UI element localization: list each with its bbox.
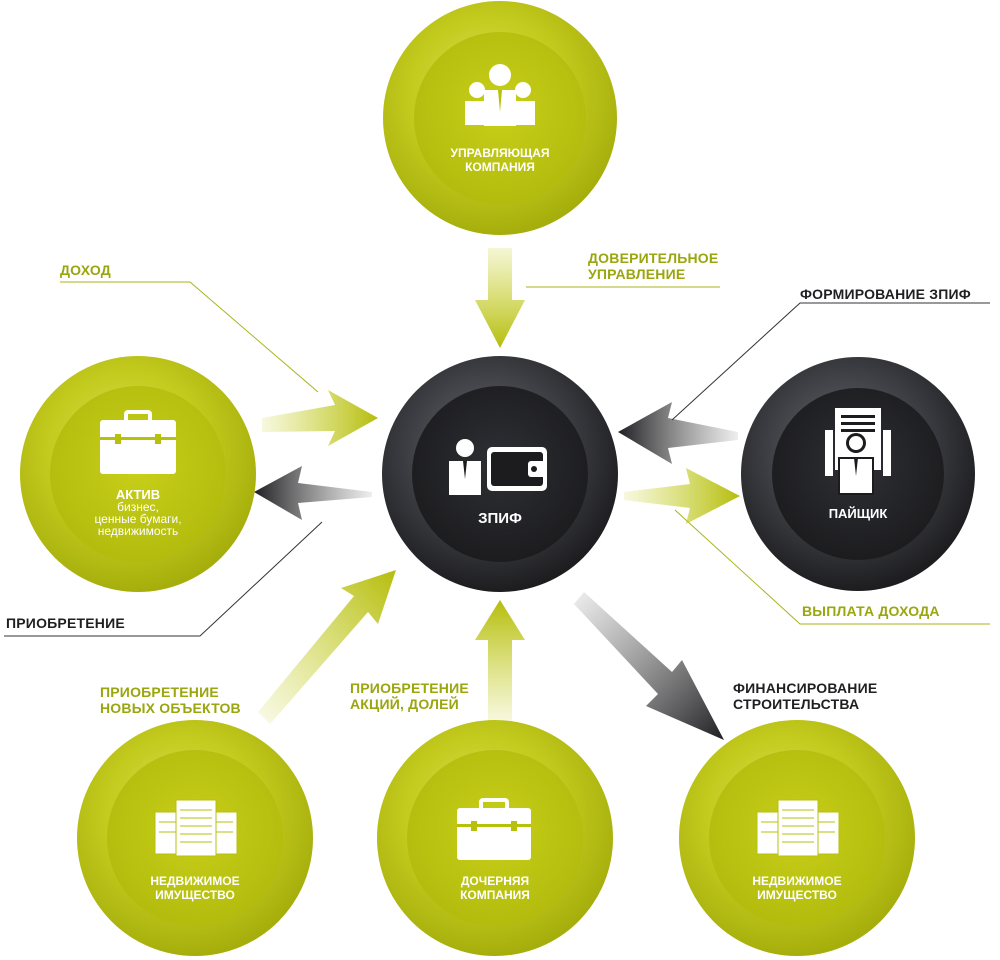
arrow-fund-to-asset <box>254 466 372 520</box>
asset-title: АКТИВ <box>116 487 160 502</box>
team-icon <box>465 64 535 126</box>
new-objects-label: ПРИОБРЕТЕНИЕ НОВЫХ ОБЪЕКТОВ <box>100 684 241 716</box>
person-certificate-icon <box>825 408 891 495</box>
trust-label-line2: УПРАВЛЕНИЕ <box>588 266 686 282</box>
payout-label: ВЫПЛАТА ДОХОДА <box>802 603 940 619</box>
subsidiary-line1: ДОЧЕРНЯЯ <box>461 874 529 888</box>
formation-leader <box>671 302 990 421</box>
arrow-asset-to-fund <box>262 390 378 446</box>
leader-lines <box>4 281 990 637</box>
person-wallet-icon <box>449 439 547 495</box>
formation-label-line1: ФОРМИРОВАНИЕ ЗПИФ <box>800 286 971 302</box>
acquisition-label: ПРИОБРЕТЕНИЕ <box>6 615 125 631</box>
realty-left-line1: НЕДВИЖИМОЕ <box>150 874 239 888</box>
node-fund: ЗПИФ <box>382 356 618 592</box>
node-asset: АКТИВ бизнес, ценные бумаги, недвижимост… <box>20 356 256 592</box>
node-subsidiary: ДОЧЕРНЯЯ КОМПАНИЯ <box>377 720 613 956</box>
formation-label: ФОРМИРОВАНИЕ ЗПИФ <box>800 286 971 302</box>
financing-label-line1: ФИНАНСИРОВАНИЕ <box>733 680 878 696</box>
payout-leader <box>674 509 990 625</box>
new-objects-label-line2: НОВЫХ ОБЪЕКТОВ <box>100 700 241 716</box>
realty-right-line2: ИМУЩЕСТВО <box>757 888 837 902</box>
management-line1: УПРАВЛЯЮЩАЯ <box>450 146 549 160</box>
arrow-shareholder-to-fund <box>618 402 738 464</box>
buildings-icon <box>756 799 840 857</box>
briefcase-icon <box>457 798 531 860</box>
trust-label-line1: ДОВЕРИТЕЛЬНОЕ <box>588 250 719 266</box>
acquisition-leader <box>4 521 323 637</box>
asset-sub1: бизнес, <box>117 500 159 514</box>
arrow-management-to-fund <box>475 248 525 348</box>
node-management: УПРАВЛЯЮЩАЯ КОМПАНИЯ <box>383 1 617 235</box>
realty-left-line2: ИМУЩЕСТВО <box>155 888 235 902</box>
arrow-realty-to-fund <box>258 570 396 724</box>
briefcase-icon <box>100 410 176 474</box>
income-label-line1: ДОХОД <box>60 262 111 278</box>
node-realty-right: НЕДВИЖИМОЕ ИМУЩЕСТВО <box>679 720 915 956</box>
payout-label-line1: ВЫПЛАТА ДОХОДА <box>802 603 940 619</box>
node-shareholder: ПАЙЩИК <box>741 357 975 591</box>
realty-right-line1: НЕДВИЖИМОЕ <box>752 874 841 888</box>
income-label: ДОХОД <box>60 262 111 278</box>
new-objects-label-line1: ПРИОБРЕТЕНИЕ <box>100 684 219 700</box>
shareholder-label: ПАЙЩИК <box>829 506 888 521</box>
asset-sub3: недвижимость <box>98 524 179 538</box>
shares-label: ПРИОБРЕТЕНИЕ АКЦИЙ, ДОЛЕЙ <box>350 680 469 712</box>
arrows <box>254 248 740 740</box>
management-line2: КОМПАНИЯ <box>465 160 535 174</box>
fund-label: ЗПИФ <box>478 510 522 527</box>
subsidiary-line2: КОМПАНИЯ <box>460 888 530 902</box>
node-realty-left: НЕДВИЖИМОЕ ИМУЩЕСТВО <box>77 720 313 956</box>
shares-label-line1: ПРИОБРЕТЕНИЕ <box>350 680 469 696</box>
shares-label-line2: АКЦИЙ, ДОЛЕЙ <box>350 696 459 712</box>
arrow-fund-to-construction <box>574 592 724 740</box>
income-leader <box>60 281 319 393</box>
asset-sub2: ценные бумаги, <box>94 512 181 526</box>
arrow-fund-to-shareholder <box>624 468 740 524</box>
trust-label: ДОВЕРИТЕЛЬНОЕ УПРАВЛЕНИЕ <box>588 250 718 282</box>
financing-label: ФИНАНСИРОВАНИЕ СТРОИТЕЛЬСТВА <box>733 680 877 712</box>
acquisition-label-line1: ПРИОБРЕТЕНИЕ <box>6 615 125 631</box>
arrow-subsidiary-to-fund <box>475 600 525 722</box>
financing-label-line2: СТРОИТЕЛЬСТВА <box>733 696 860 712</box>
buildings-icon <box>154 799 238 857</box>
